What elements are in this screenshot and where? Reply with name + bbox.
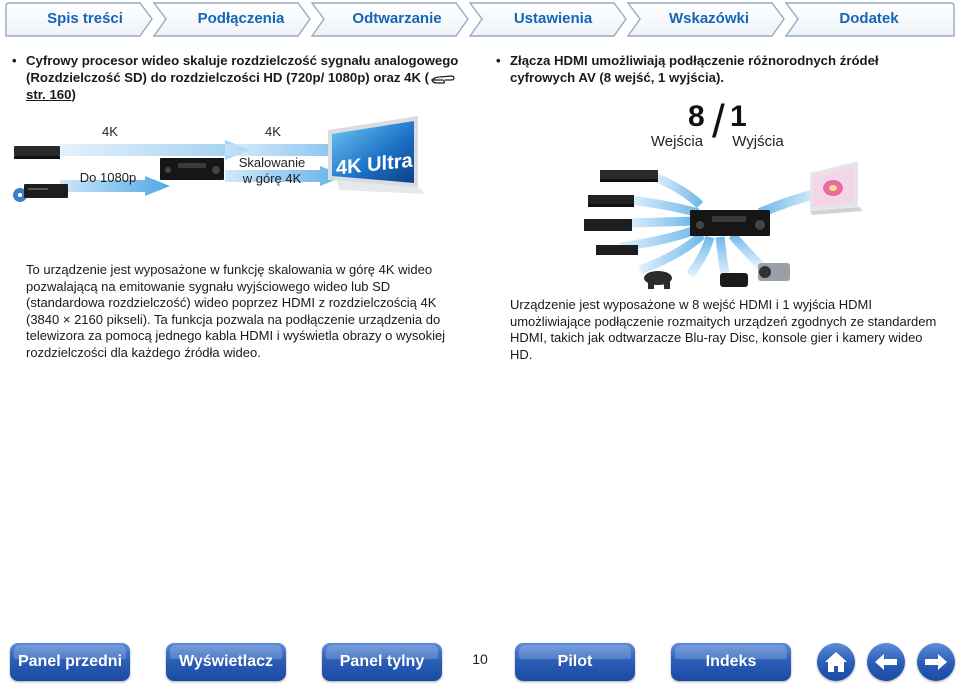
front-panel-label: Panel przedni [17, 653, 123, 670]
ref-link[interactable]: str. 160 [26, 87, 72, 102]
pointing-hand-icon [431, 75, 455, 84]
hdmi-figure: 8 / 1 Wejścia Wyjścia [560, 95, 900, 295]
display-button[interactable]: Wyświetlacz [166, 643, 286, 681]
ref-close: ) [71, 87, 76, 102]
slash-divider: / [712, 95, 725, 147]
tab-contents[interactable]: Spis treści [47, 10, 123, 27]
right-paragraph: Urządzenie jest wyposażone w 8 wejść HDM… [510, 297, 937, 362]
label-4k-right: 4K [265, 124, 281, 139]
right-bullet: • Złącza HDMI umożliwiają podłączenie ró… [496, 52, 930, 86]
ref-open: ( [424, 70, 430, 85]
top-tab-bar: Spis treści Podłączenia Odtwarzanie Usta… [0, 0, 960, 38]
back-arrow-icon [875, 654, 897, 670]
forward-arrow-icon [925, 654, 947, 670]
outputs-number: 1 [730, 100, 747, 133]
rear-panel-button[interactable]: Panel tylny [322, 643, 442, 681]
home-button[interactable] [817, 643, 855, 681]
upscaling-figure: 4K Ultra HD 4K 4K Do 1080p Skalowanie w … [0, 110, 470, 210]
tab-appendix[interactable]: Dodatek [839, 10, 899, 27]
back-button[interactable] [867, 643, 905, 681]
label-upscale: Skalowanie w górę 4K [238, 155, 306, 186]
tab-playback[interactable]: Odtwarzanie [352, 10, 442, 27]
page-reference[interactable]: ( str. 160) [26, 70, 457, 102]
index-label: Indeks [705, 653, 757, 670]
inputs-number: 8 [688, 100, 705, 133]
right-bullet-text: Złącza HDMI umożliwiają podłączenie różn… [510, 53, 879, 85]
tab-settings[interactable]: Ustawienia [513, 10, 593, 27]
upscaling-diagram: 4K Ultra HD [13, 116, 447, 202]
display-label: Wyświetlacz [179, 653, 273, 670]
left-bullet: • Cyfrowy procesor wideo skaluje rozdzie… [12, 52, 466, 103]
bullet-dot: • [12, 53, 17, 68]
tab-bar-outline [5, 2, 955, 37]
left-paragraph: To urządzenie jest wyposażone w funkcję … [26, 262, 446, 360]
inputs-label: Wejścia [650, 133, 704, 150]
left-bullet-text: Cyfrowy procesor wideo skaluje rozdzielc… [26, 53, 459, 85]
index-button[interactable]: Indeks [671, 643, 791, 681]
tab-connections[interactable]: Podłączenia [197, 10, 285, 27]
remote-button[interactable]: Pilot [515, 643, 635, 681]
label-1080p: Do 1080p [79, 170, 137, 185]
remote-label: Pilot [557, 653, 593, 670]
bullet-dot: • [496, 53, 501, 68]
hdmi-diagram [584, 161, 862, 289]
front-panel-button[interactable]: Panel przedni [10, 643, 130, 681]
home-icon [825, 652, 847, 672]
forward-button[interactable] [917, 643, 955, 681]
page-number: 10 [472, 651, 488, 667]
rear-panel-label: Panel tylny [339, 653, 425, 670]
label-4k-left: 4K [102, 124, 118, 139]
outputs-label: Wyjścia [732, 133, 784, 150]
tab-tips[interactable]: Wskazówki [668, 10, 750, 27]
